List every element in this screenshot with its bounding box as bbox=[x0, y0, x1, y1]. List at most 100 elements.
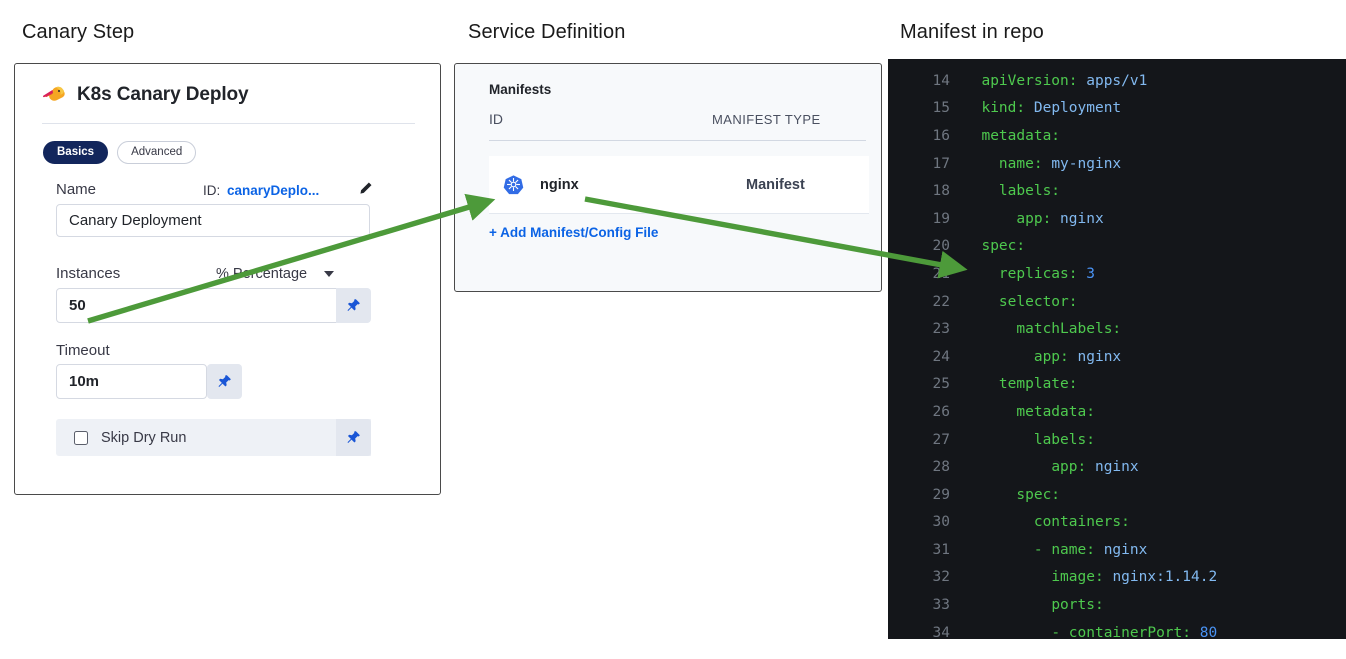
code-line-number: 21 bbox=[932, 265, 950, 282]
name-label: Name bbox=[56, 181, 97, 198]
instances-input-value: 50 bbox=[69, 297, 86, 314]
table-row[interactable]: nginx Manifest bbox=[489, 156, 869, 214]
code-line-text: spec: bbox=[1016, 486, 1061, 503]
code-line-text: app: nginx bbox=[1033, 348, 1122, 365]
add-manifest-link[interactable]: + Add Manifest/Config File bbox=[489, 225, 659, 240]
code-line-text: - containerPort: 80 bbox=[1051, 624, 1218, 639]
step-title: K8s Canary Deploy bbox=[77, 84, 249, 105]
section-title-canary-step: Canary Step bbox=[22, 21, 135, 43]
code-line: 18 labels: bbox=[888, 177, 1346, 205]
section-title-service-definition: Service Definition bbox=[468, 21, 626, 43]
tab-advanced[interactable]: Advanced bbox=[117, 141, 197, 165]
code-line: 23 matchLabels: bbox=[888, 315, 1346, 343]
code-line-text: metadata: bbox=[1016, 403, 1095, 420]
code-line-number: 31 bbox=[932, 541, 950, 558]
code-line-text: metadata: bbox=[981, 127, 1061, 144]
service-definition-card: Manifests ID MANIFEST TYPE nginx Manifes… bbox=[454, 63, 882, 292]
code-line-text: app: nginx bbox=[1051, 459, 1139, 476]
pin-button-instances[interactable] bbox=[336, 288, 371, 323]
code-line-number: 34 bbox=[932, 624, 950, 639]
code-line-text: apiVersion: apps/v1 bbox=[981, 72, 1148, 89]
canary-bird-icon bbox=[43, 86, 65, 101]
kubernetes-icon bbox=[503, 174, 524, 195]
code-line-number: 22 bbox=[932, 293, 950, 310]
code-line: 26 metadata: bbox=[888, 398, 1346, 426]
code-line-number: 24 bbox=[932, 348, 950, 365]
code-line: 28 app: nginx bbox=[888, 453, 1346, 481]
manifest-id-value: nginx bbox=[540, 176, 579, 193]
pin-button-timeout[interactable] bbox=[207, 364, 242, 399]
code-line-text: name: my-nginx bbox=[998, 155, 1122, 172]
instances-unit-select[interactable]: % Percentage bbox=[216, 266, 335, 282]
code-line-text: containers: bbox=[1033, 514, 1130, 531]
column-header-manifest-type: MANIFEST TYPE bbox=[712, 112, 821, 127]
code-line-text: labels: bbox=[1033, 431, 1095, 448]
code-line-text: matchLabels: bbox=[1016, 321, 1122, 338]
code-line-number: 23 bbox=[932, 321, 950, 338]
code-line-number: 18 bbox=[932, 183, 950, 200]
code-line: 34 - containerPort: 80 bbox=[888, 619, 1346, 639]
header-divider bbox=[42, 123, 415, 124]
code-line-text: labels: bbox=[998, 183, 1061, 200]
instances-input[interactable]: 50 bbox=[56, 288, 370, 323]
table-header-divider bbox=[489, 140, 866, 141]
pencil-icon[interactable] bbox=[358, 181, 373, 196]
code-line-text: - name: nginx bbox=[1033, 541, 1148, 558]
code-line-text: replicas: 3 bbox=[998, 265, 1095, 282]
code-line: 19 app: nginx bbox=[888, 205, 1346, 233]
code-line-number: 30 bbox=[932, 514, 950, 531]
code-line-text: spec: bbox=[981, 238, 1026, 255]
code-line-number: 15 bbox=[932, 100, 950, 117]
code-line-number: 32 bbox=[932, 569, 950, 586]
name-input-value: Canary Deployment bbox=[69, 212, 202, 229]
code-line: 20 spec: bbox=[888, 233, 1346, 261]
code-line-number: 16 bbox=[932, 127, 950, 144]
manifests-panel-title: Manifests bbox=[489, 82, 552, 97]
manifest-type-value: Manifest bbox=[746, 176, 805, 193]
code-line-number: 29 bbox=[932, 486, 950, 503]
step-id-value[interactable]: canaryDeplo... bbox=[227, 183, 320, 198]
column-header-id: ID bbox=[489, 111, 503, 127]
skip-dry-run-row[interactable]: Skip Dry Run bbox=[56, 419, 371, 456]
code-line: 22 selector: bbox=[888, 288, 1346, 316]
code-line-number: 27 bbox=[932, 431, 950, 448]
tab-basics[interactable]: Basics bbox=[43, 141, 109, 165]
code-line: 16 metadata: bbox=[888, 122, 1346, 150]
pin-button-skip-dry-run[interactable] bbox=[336, 419, 371, 456]
code-line-number: 28 bbox=[932, 459, 950, 476]
pushpin-icon bbox=[347, 431, 360, 443]
code-line-text: image: nginx:1.14.2 bbox=[1051, 569, 1218, 586]
chevron-down-icon bbox=[324, 271, 335, 277]
code-line-number: 17 bbox=[932, 155, 950, 172]
id-prefix-label: ID: bbox=[203, 183, 221, 198]
code-line: 25 template: bbox=[888, 371, 1346, 399]
timeout-input-value: 10m bbox=[69, 373, 100, 390]
code-line-text: selector: bbox=[998, 293, 1078, 310]
code-line-number: 33 bbox=[932, 597, 950, 614]
timeout-label: Timeout bbox=[56, 342, 110, 359]
code-line-list: 14 apiVersion: apps/v1 15 kind: Deploymen… bbox=[888, 59, 1346, 639]
code-line: 32 image: nginx:1.14.2 bbox=[888, 564, 1346, 592]
skip-dry-run-checkbox[interactable] bbox=[74, 430, 88, 445]
code-line-number: 20 bbox=[932, 238, 950, 255]
name-input[interactable]: Canary Deployment bbox=[56, 204, 370, 237]
code-line: 17 name: my-nginx bbox=[888, 150, 1346, 178]
code-line-text: kind: Deployment bbox=[981, 100, 1122, 117]
tab-group: Basics Advanced bbox=[43, 141, 197, 165]
pushpin-icon bbox=[347, 299, 360, 311]
code-line-number: 26 bbox=[932, 403, 950, 420]
code-line: 21 replicas: 3 bbox=[888, 260, 1346, 288]
timeout-input[interactable]: 10m bbox=[56, 364, 207, 399]
code-line-number: 14 bbox=[932, 72, 950, 89]
code-line: 15 kind: Deployment bbox=[888, 95, 1346, 123]
manifest-code-panel[interactable]: 14 apiVersion: apps/v1 15 kind: Deploymen… bbox=[888, 59, 1346, 639]
code-line-number: 25 bbox=[932, 376, 950, 393]
skip-dry-run-label: Skip Dry Run bbox=[101, 429, 187, 446]
pushpin-icon bbox=[218, 375, 231, 387]
code-line: 30 containers: bbox=[888, 509, 1346, 537]
instances-label: Instances bbox=[56, 265, 121, 282]
canary-step-card: K8s Canary Deploy Basics Advanced Name I… bbox=[14, 63, 441, 495]
code-line: 24 app: nginx bbox=[888, 343, 1346, 371]
code-line: 27 labels: bbox=[888, 426, 1346, 454]
